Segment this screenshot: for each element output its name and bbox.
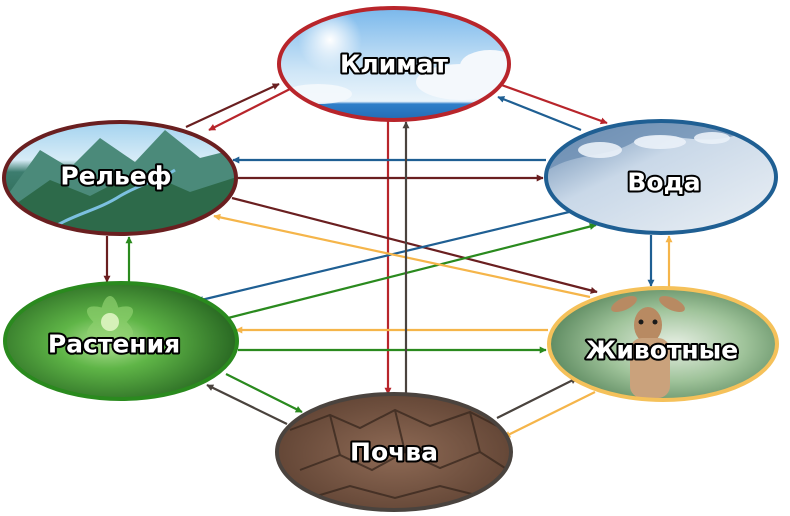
arrow-animals-to-relief bbox=[213, 213, 591, 299]
relief-border bbox=[2, 120, 238, 236]
node-soil: Почва bbox=[275, 392, 513, 512]
arrow-soil-to-plants bbox=[206, 384, 288, 425]
plants-border bbox=[3, 281, 239, 401]
plants-label: Растения bbox=[48, 330, 180, 359]
water-border bbox=[544, 119, 778, 235]
animals-border bbox=[547, 286, 779, 402]
arrow-plants-to-water bbox=[227, 223, 597, 320]
animals-label: Животные bbox=[586, 336, 738, 365]
water-label: Вода bbox=[627, 168, 700, 197]
arrow-plants-to-soil bbox=[225, 373, 303, 413]
arrows-layer bbox=[103, 81, 673, 438]
arrow-animals-to-soil bbox=[503, 391, 596, 438]
arrow-water-to-climate bbox=[497, 95, 582, 132]
soil-border bbox=[275, 392, 513, 512]
arrow-water-to-plants bbox=[196, 210, 570, 303]
soil-label: Почва bbox=[350, 438, 438, 467]
arrow-climate-to-relief bbox=[208, 88, 291, 131]
node-climate: Климат bbox=[277, 6, 511, 122]
arrow-soil-to-animals bbox=[496, 377, 578, 419]
climate-border bbox=[277, 6, 511, 122]
climate-label: Климат bbox=[340, 50, 449, 79]
node-relief: Рельеф bbox=[2, 120, 238, 236]
arrow-relief-to-climate bbox=[185, 83, 280, 128]
node-water: Вода bbox=[544, 119, 778, 235]
relief-label: Рельеф bbox=[60, 162, 171, 191]
arrow-relief-to-animals bbox=[231, 196, 598, 294]
arrow-climate-to-water bbox=[495, 81, 608, 125]
node-animals: Животные bbox=[547, 286, 779, 402]
node-plants: Растения bbox=[3, 281, 239, 401]
